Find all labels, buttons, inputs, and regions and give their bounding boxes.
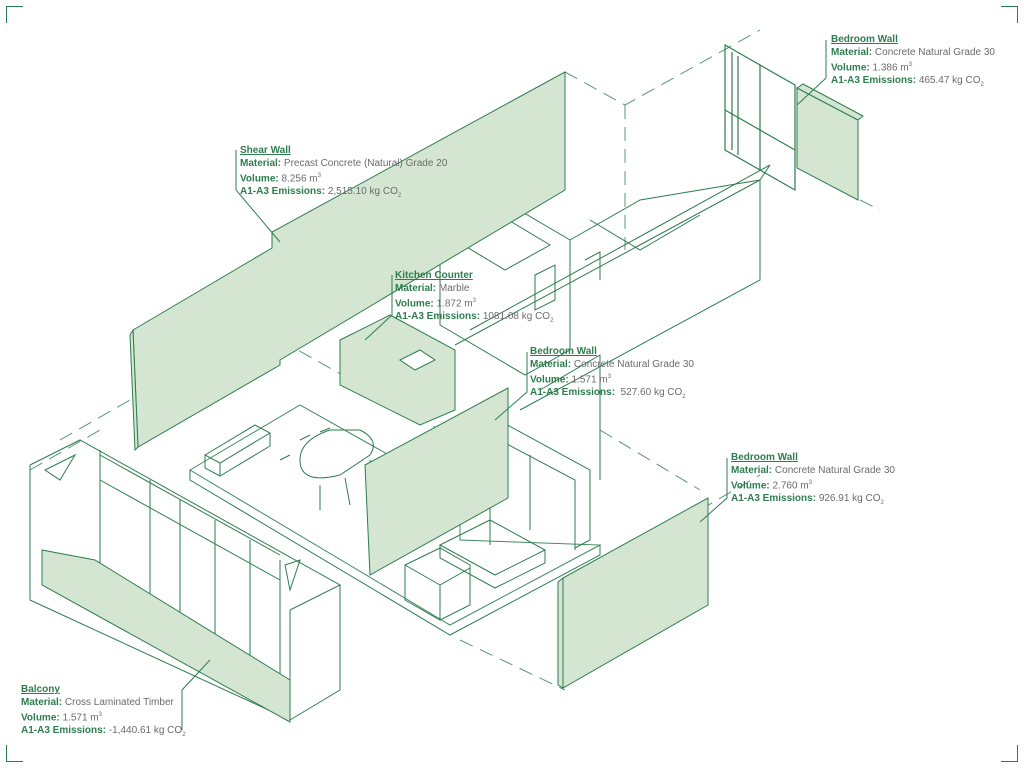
volume-key: Volume:: [21, 712, 60, 724]
material-key: Material:: [240, 157, 282, 169]
annotation-kitchen-counter: Kitchen Counter Material: Marble Volume:…: [395, 270, 553, 327]
balcony-frame: [29, 439, 342, 721]
dining-table: [299, 429, 374, 479]
emissions-key: A1-A3 Emissions:: [731, 492, 817, 504]
emissions-key: A1-A3 Emissions:: [21, 724, 107, 736]
emissions-unit: 2: [182, 731, 186, 738]
volume-value: 1.386 m: [872, 62, 909, 74]
material-value: Concrete Natural Grade 30: [774, 464, 895, 476]
sofa: [404, 547, 471, 621]
annotation-title[interactable]: Bedroom Wall: [731, 452, 798, 463]
material-key: Material:: [831, 46, 873, 58]
volume-unit: 3: [908, 62, 912, 68]
emissions-key: A1-A3 Emissions:: [240, 185, 326, 197]
emissions-unit: 2: [550, 317, 554, 324]
annotation-title[interactable]: Balcony: [21, 684, 60, 695]
annotation-balcony: Balcony Material: Cross Laminated Timber…: [21, 684, 186, 741]
emissions-unit: 2: [980, 81, 984, 88]
volume-value: 1.571 m: [62, 712, 99, 724]
corner-mark-bl: [6, 745, 23, 762]
volume-unit: 3: [317, 173, 321, 179]
bed: [438, 519, 547, 589]
emissions-key: A1-A3 Emissions:: [395, 310, 481, 322]
emissions-key: A1-A3 Emissions:: [831, 74, 917, 86]
bedroom-window: [724, 43, 796, 192]
furniture: [203, 424, 547, 621]
emissions-unit: 2: [880, 499, 884, 506]
bedroom-wall-right-shape: [562, 497, 709, 689]
emissions-value: -1,440.61 kg CO: [108, 724, 183, 736]
material-key: Material:: [395, 282, 437, 294]
volume-unit: 3: [808, 480, 812, 486]
volume-key: Volume:: [240, 173, 279, 185]
annotation-title[interactable]: Shear Wall: [240, 145, 291, 156]
emissions-unit: 2: [397, 192, 402, 199]
corner-mark-tl: [6, 6, 23, 23]
volume-unit: 3: [607, 374, 611, 380]
volume-value: 1.872 m: [436, 298, 473, 310]
material-key: Material:: [731, 464, 773, 476]
volume-value: 2.760 m: [772, 480, 809, 492]
bedroom-wall-middle-shape: [364, 387, 509, 576]
volume-key: Volume:: [530, 374, 569, 386]
material-key: Material:: [21, 696, 63, 708]
balcony-deck-shape: [41, 549, 291, 723]
kitchen-counter-shape: [339, 314, 456, 426]
bedroom-wall-top-shape: [796, 87, 859, 201]
volume-value: 8.256 m: [281, 173, 318, 185]
annotation-shear-wall: Shear Wall Material: Precast Concrete (N…: [240, 145, 447, 202]
shear-wall-shape: [132, 71, 566, 448]
annotation-title[interactable]: Bedroom Wall: [530, 346, 597, 357]
material-value: Concrete Natural Grade 30: [573, 358, 694, 370]
annotation-title[interactable]: Kitchen Counter: [395, 270, 473, 281]
volume-value: 1.571 m: [571, 374, 608, 386]
emissions-value: 926.91 kg CO: [818, 492, 881, 504]
corner-mark-tr: [1001, 6, 1018, 23]
emissions-value: 2,515.10 kg CO: [327, 185, 398, 197]
emissions-unit: 2: [682, 393, 686, 400]
volume-key: Volume:: [831, 62, 870, 74]
material-value: Concrete Natural Grade 30: [874, 46, 995, 58]
emissions-value: 527.60 kg CO: [617, 386, 683, 398]
annotation-bedroom-wall-top: Bedroom Wall Material: Concrete Natural …: [831, 34, 995, 91]
emissions-value: 1081.08 kg CO: [482, 310, 551, 322]
material-value: Precast Concrete (Natural) Grade 20: [283, 157, 448, 169]
floor-slab: [189, 404, 602, 626]
material-value: Marble: [438, 282, 470, 294]
leader-lines: [181, 40, 827, 730]
material-value: Cross Laminated Timber: [64, 696, 174, 708]
volume-unit: 3: [98, 712, 102, 718]
volume-key: Volume:: [395, 298, 434, 310]
corner-mark-br: [1001, 745, 1018, 762]
emissions-value: 465.47 kg CO: [918, 74, 981, 86]
material-key: Material:: [530, 358, 572, 370]
annotation-bedroom-wall-middle: Bedroom Wall Material: Concrete Natural …: [530, 346, 694, 403]
volume-key: Volume:: [731, 480, 770, 492]
emissions-key: A1-A3 Emissions:: [530, 386, 616, 398]
annotation-title[interactable]: Bedroom Wall: [831, 34, 898, 45]
volume-unit: 3: [472, 298, 476, 304]
annotation-bedroom-wall-right: Bedroom Wall Material: Concrete Natural …: [731, 452, 895, 509]
